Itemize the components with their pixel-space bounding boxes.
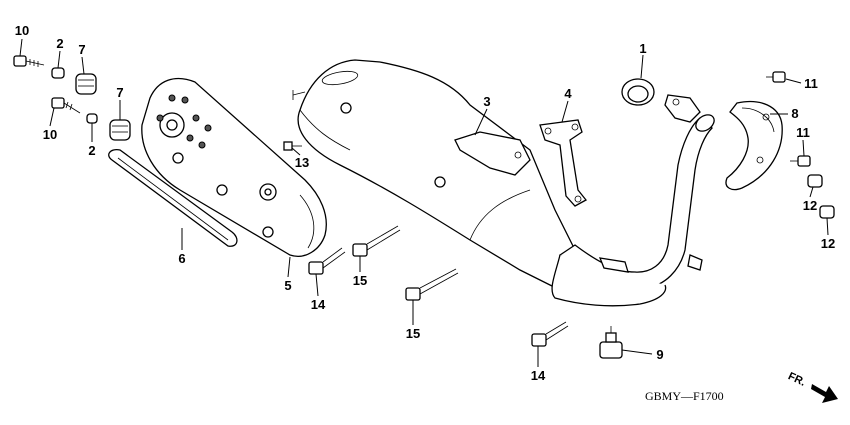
callout-15-upper: 15 [353, 273, 367, 288]
flange-bolt-15-lower [405, 268, 459, 301]
callout-12-upper: 12 [803, 198, 817, 213]
callout-9: 9 [656, 347, 663, 362]
callout-13: 13 [295, 155, 309, 170]
grommet-7-lower [109, 119, 131, 141]
callout-14-left: 14 [311, 297, 326, 312]
bolt-10-upper [13, 55, 45, 67]
sensor-9 [599, 326, 623, 359]
callout-10-lower: 10 [43, 127, 57, 142]
callout-11-lower: 11 [796, 125, 810, 140]
exhaust-gasket [621, 78, 655, 106]
bolt-10-lower [51, 97, 81, 114]
nut-12-upper [807, 174, 823, 188]
callout-12-lower: 12 [821, 236, 835, 251]
collar-2-lower [86, 113, 98, 124]
screw-13 [283, 141, 302, 151]
front-direction-indicator: FR. [786, 370, 838, 403]
bolt-11-upper [766, 71, 786, 83]
callout-4: 4 [564, 86, 572, 101]
callout-labels: 1 2 2 3 4 5 6 7 7 8 9 10 10 11 11 12 12 … [15, 23, 835, 383]
flange-bolt-14-left [308, 247, 346, 275]
callout-3: 3 [483, 94, 490, 109]
callout-2-upper: 2 [56, 36, 63, 51]
nut-12-lower [819, 205, 835, 219]
callout-5: 5 [284, 278, 291, 293]
flange-bolt-14-right [531, 321, 569, 347]
small-hardware [13, 55, 835, 359]
callout-6: 6 [178, 251, 185, 266]
leader-lines [19, 38, 829, 367]
diagram-code: GBMY—F1700 [645, 389, 724, 403]
bolt-11-lower [790, 155, 811, 167]
callout-1: 1 [639, 41, 646, 56]
exhaust-pipe-protector [725, 100, 783, 191]
callout-7-lower: 7 [116, 85, 123, 100]
front-direction-label: FR. [786, 370, 807, 388]
front-arrow-icon [811, 384, 838, 403]
muffler [292, 59, 581, 291]
callout-11-upper: 11 [804, 76, 818, 91]
flange-bolt-15-upper [352, 225, 401, 257]
callout-2-lower: 2 [88, 143, 95, 158]
muffler-stay-bracket [539, 119, 587, 207]
callout-8: 8 [791, 106, 798, 121]
callout-10-upper: 10 [15, 23, 29, 38]
callout-7-upper: 7 [78, 42, 85, 57]
callout-15-lower: 15 [406, 326, 420, 341]
protector-cover [108, 149, 238, 247]
exhaust-pipe [551, 94, 715, 307]
collar-2-upper [51, 67, 65, 79]
callout-14-right: 14 [531, 368, 546, 383]
muffler-heat-shield [141, 77, 327, 257]
grommet-7-upper [75, 73, 97, 95]
